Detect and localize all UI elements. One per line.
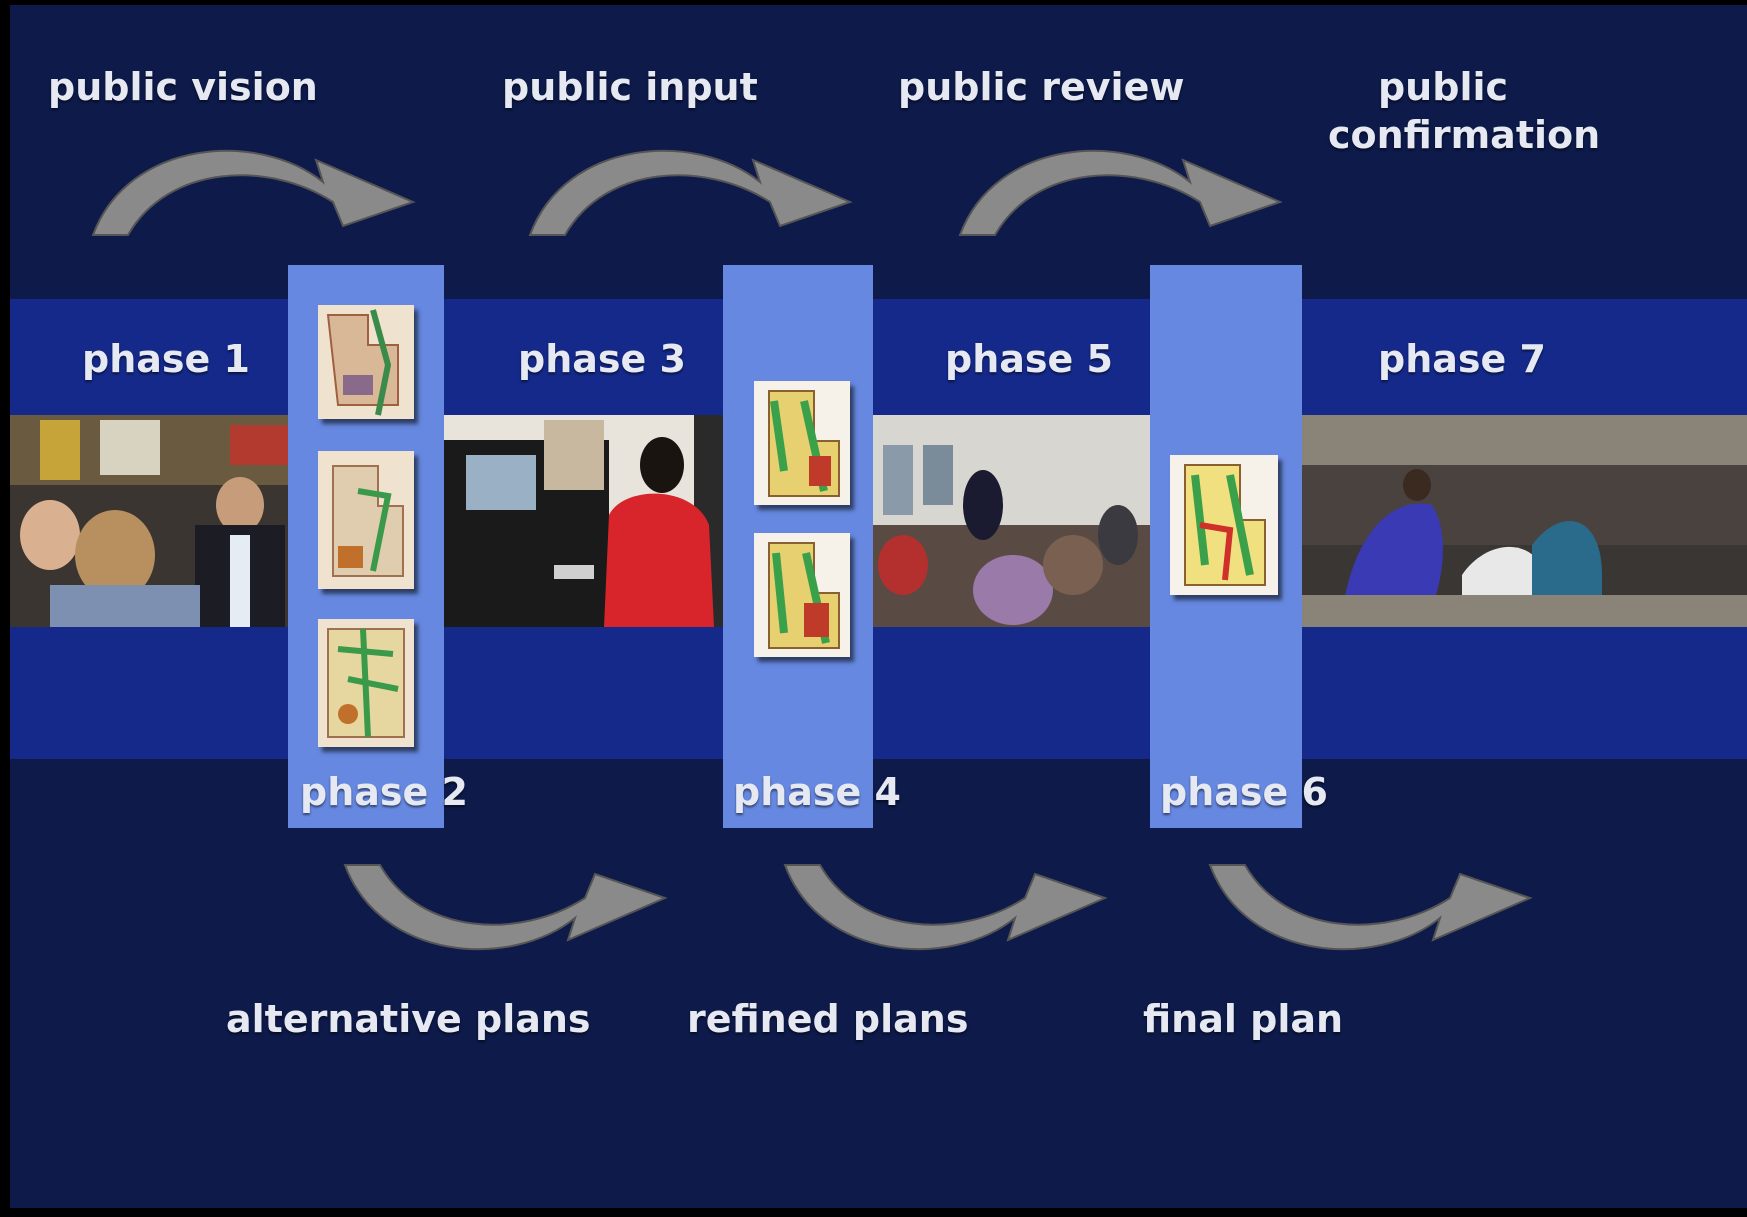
public-confirmation-line-1: public bbox=[1377, 65, 1509, 109]
plan-drawing-icon bbox=[754, 381, 850, 505]
phase-6-label: phase 6 bbox=[1160, 770, 1328, 814]
phase-7-meeting-photo bbox=[1302, 415, 1747, 627]
public-input-label: public input bbox=[502, 65, 758, 109]
plan-drawing-icon bbox=[318, 305, 414, 419]
refined-plans-label: refined plans bbox=[687, 997, 969, 1041]
plan-drawing-icon bbox=[754, 533, 850, 657]
phase-7-label: phase 7 bbox=[1378, 337, 1546, 381]
plan-drawing-icon bbox=[318, 451, 414, 589]
curved-arrow-icon bbox=[343, 864, 668, 951]
curved-arrow-icon bbox=[528, 149, 853, 236]
phase-5-meeting-photo bbox=[873, 415, 1150, 627]
curved-arrow-icon bbox=[1208, 864, 1533, 951]
phase-1-label: phase 1 bbox=[82, 337, 250, 381]
phase-1-meeting-photo bbox=[10, 415, 288, 627]
alternative-plans-label: alternative plans bbox=[226, 997, 591, 1041]
public-vision-label: public vision bbox=[48, 65, 318, 109]
public-review-label: public review bbox=[898, 65, 1185, 109]
public-confirmation-line-2: confirmation bbox=[1328, 113, 1601, 157]
plan-drawing-icon bbox=[1170, 455, 1278, 595]
phase-5-label: phase 5 bbox=[945, 337, 1113, 381]
process-diagram: public vision public input public review… bbox=[10, 5, 1747, 1208]
public-confirmation-label: public confirmation bbox=[1328, 63, 1601, 159]
phase-3-label: phase 3 bbox=[518, 337, 686, 381]
curved-arrow-icon bbox=[958, 149, 1283, 236]
phase-2-label: phase 2 bbox=[300, 770, 468, 814]
final-plan-label: final plan bbox=[1143, 997, 1344, 1041]
phase-4-label: phase 4 bbox=[733, 770, 901, 814]
phase-3-meeting-photo bbox=[444, 415, 723, 627]
plan-drawing-icon bbox=[318, 619, 414, 747]
curved-arrow-icon bbox=[783, 864, 1108, 951]
curved-arrow-icon bbox=[91, 149, 416, 236]
